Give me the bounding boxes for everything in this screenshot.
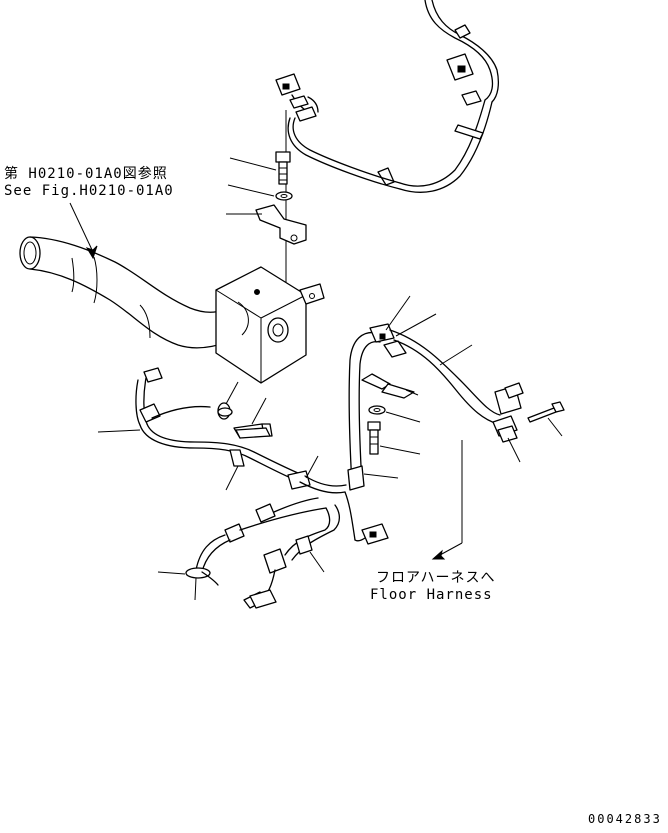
reference-note-jp: 第 H0210-01A0図参照 [4, 166, 168, 182]
reference-note-en: See Fig.H0210-01A0 [4, 183, 174, 199]
bolt-stack-upper [226, 110, 307, 290]
drawing-number: 00042833 [588, 812, 662, 826]
reference-arrow [69, 202, 98, 260]
right-harness [347, 295, 565, 560]
floor-harness-note-jp: フロアハーネスへ [376, 570, 496, 586]
upper-harness [275, 0, 499, 193]
hose-and-block [19, 236, 325, 384]
lower-harness [97, 367, 389, 609]
floor-harness-note-en: Floor Harness [370, 587, 493, 603]
